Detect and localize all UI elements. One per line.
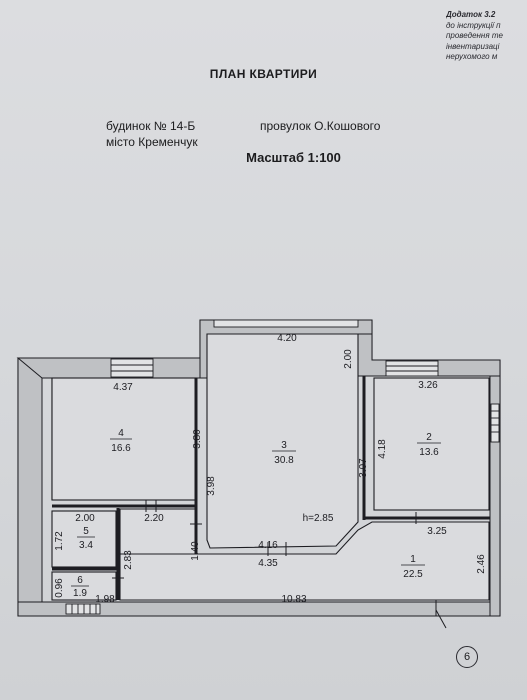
dimension: 4.37: [113, 382, 133, 393]
dimension: 4.35: [258, 558, 278, 569]
dimension: 3.80: [192, 429, 203, 449]
dimension: 4.16: [258, 540, 278, 551]
dimension: 3.26: [418, 380, 438, 391]
scale-label: Масштаб 1:100: [246, 150, 341, 165]
door-marks: [112, 500, 447, 629]
room-area: 16.6: [111, 443, 131, 454]
room-area: 30.8: [274, 455, 294, 466]
room-number: 5: [83, 526, 89, 537]
room-number: 1: [410, 554, 416, 565]
page-title: ПЛАН КВАРТИРИ: [209, 67, 318, 81]
room-area: 3.4: [79, 540, 93, 551]
appendix-title: Додаток 3.2: [446, 10, 496, 19]
room-number: 3: [281, 440, 287, 451]
room-outlines: [51, 333, 490, 601]
room-number: 2: [426, 432, 432, 443]
building-number: будинок № 14-Б: [106, 119, 196, 133]
room-labels: 4 16.6 3 30.8 2 13.6 1 22.5 5 3.4 6 1.9 …: [71, 428, 441, 599]
appendix-line: нерухомого м: [446, 52, 498, 61]
dimension: 4.18: [377, 439, 388, 459]
dimension: 4.20: [277, 333, 297, 344]
dimension: 3.07: [358, 458, 369, 478]
appendix-line: інвентаризаці: [446, 41, 500, 51]
dimension: 1.98: [95, 594, 115, 605]
dimension: 3.98: [206, 476, 217, 496]
dimension: 3.25: [427, 526, 447, 537]
room-area: 22.5: [403, 569, 423, 580]
vertical-dimension-labels: 2.00 3.80 3.98 3.07 4.18 1.72 2.83 1.40 …: [54, 349, 487, 598]
dimension: 1.72: [54, 531, 65, 551]
appendix-note: Додаток 3.2 до інструкції п проведення т…: [446, 10, 527, 63]
city-name: місто Кременчук: [106, 135, 198, 149]
dimension: 2.83: [123, 550, 134, 570]
dimension: 0.96: [54, 578, 65, 598]
partitions: [52, 376, 490, 600]
dimension: 2.00: [75, 513, 95, 524]
page-number: 6: [456, 646, 478, 668]
windows: [65, 319, 500, 615]
dimension: 10.83: [281, 594, 306, 605]
room-number: 4: [118, 428, 124, 439]
street-name: провулок О.Кошового: [260, 119, 381, 133]
room-number: 6: [77, 575, 83, 586]
dimension: 1.40: [190, 541, 201, 561]
room-area: 13.6: [419, 447, 439, 458]
dimension: 2.46: [476, 554, 487, 574]
dimension: 2.20: [144, 513, 164, 524]
appendix-line: до інструкції п: [446, 20, 501, 30]
dimension: 2.00: [343, 349, 354, 369]
ceiling-height: h=2.85: [303, 513, 334, 524]
dimension-labels: 4.20 4.37 3.26 2.00 2.20 3.25 4.16 4.35 …: [75, 333, 447, 605]
room-area: 1.9: [73, 588, 87, 599]
appendix-line: проведення те: [446, 31, 503, 40]
